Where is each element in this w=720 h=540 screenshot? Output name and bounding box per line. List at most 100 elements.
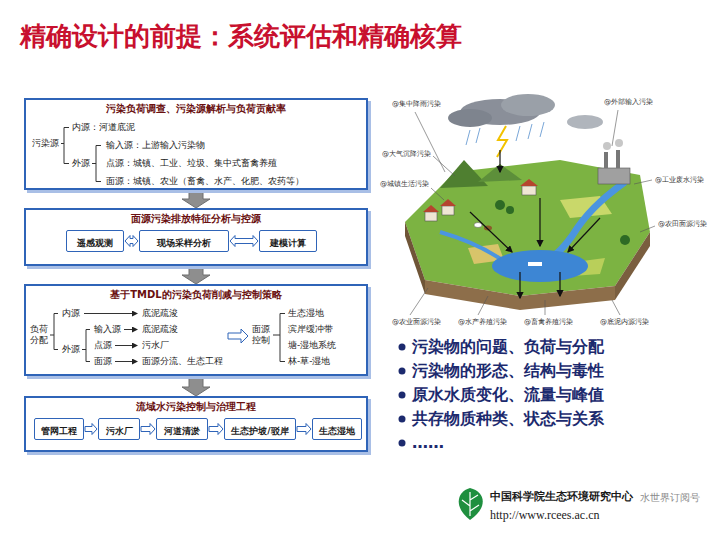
block-arrow [182,376,210,396]
box-label: 现场采样分析 [157,233,211,253]
watermark: 水世界订阅号 [640,491,700,504]
panel-band: 流域水污染控制与治理工程管网工程污水厂河道清淤生态护坡/驳岸生态湿地 [24,396,368,452]
panel-text: 输入源：上游输入污染物 [106,140,205,151]
chimney [616,150,620,168]
bullet-text: 共存物质种类、状态与关系 [412,410,604,428]
flow-line [499,150,500,172]
rain-line [516,126,520,141]
panel-band: 基于TMDL的污染负荷削减与控制策略负荷分配内源底泥疏浚外源输入源底泥疏浚点源污… [24,284,368,376]
box-label: 污水厂 [106,421,133,441]
roof [423,205,439,212]
box-label: 河道清淤 [164,421,200,441]
cloud [567,115,603,129]
small-arrow [115,361,137,362]
panel-text: 底泥疏浚 [142,324,178,335]
leader-line [612,300,620,315]
panel-heading: 面源污染排放特征分析与控源 [26,212,366,225]
process-box: 现场采样分析 [139,230,229,252]
leader-line [410,288,428,315]
process-box: 污水厂 [98,418,140,440]
callout-label: @水产养殖污染 [458,318,507,327]
panel-text: 负荷分配 [30,324,49,346]
cloud [501,94,555,116]
panel-band: 面源污染排放特征分析与控源遥感观测 现场采样分析 建模计算 [24,208,368,266]
land-side [615,232,650,300]
panel-heading: 污染负荷调查、污染源解析与负荷贡献率 [26,102,366,115]
roof [520,179,538,186]
hollow-arrow [85,424,97,435]
callout-label: @农业面源污染 [392,318,441,327]
bullet-dot [399,416,406,423]
river [550,182,625,258]
box-label: 生态湿地 [319,421,355,441]
callout-label: @集中降雨污染 [392,100,441,109]
tree [495,200,505,210]
box-label: 管网工程 [41,421,77,441]
flow-line [519,272,520,298]
panel-text: 林-草-湿地 [288,356,331,367]
boat [528,262,542,266]
panel-text: 内源：河道底泥 [72,122,135,133]
panel-text: 点源：城镇、工业、垃圾、集中式畜禽养殖 [106,158,277,169]
leader-line [545,300,546,315]
leader-lines [410,110,655,315]
small-arrow [115,345,137,346]
bracket [82,330,90,362]
smoke [603,142,611,150]
hollow-arrow [125,236,138,247]
tree [506,206,514,214]
callout-label: @大气沉降污染 [382,150,431,159]
house [425,212,437,221]
hollow-arrow [209,424,223,435]
factory [598,168,630,184]
callout-label: @畜禽养殖污染 [524,318,573,327]
panel-brackets [50,128,285,362]
panel-text: 污水厂 [142,340,169,351]
panel-text: 面源分流、生态工程 [142,356,223,367]
rain [466,122,544,145]
leader-line [640,226,655,232]
process-box: 生态护坡/驳岸 [224,418,296,440]
box-label: 生态护坡/驳岸 [231,421,288,441]
leader-line [433,156,455,176]
process-box: 管网工程 [34,418,84,440]
process-box: 河道清淤 [156,418,208,440]
cloud [448,109,492,127]
rain-line [476,128,480,143]
panel-text: 污染源 [32,138,59,149]
small-arrow [84,313,137,314]
house [442,206,454,215]
org-name: 中国科学院生态环境研究中心 [490,490,633,504]
leader-line [634,180,652,184]
rain-line [540,122,544,137]
watershed-illustration [405,94,655,315]
rain-line [466,130,470,145]
bullet-text: …… [412,434,444,452]
livestock [474,223,482,228]
panel-text: 面源控制 [252,324,271,346]
box-label: 遥感观测 [77,233,113,253]
land-top [405,160,650,296]
rain-line [528,124,532,139]
leader-line [478,296,488,315]
lake [492,250,588,282]
leader-line [612,110,618,146]
bullet-text: 污染物的形态、结构与毒性 [412,362,604,380]
bullet-dot [399,344,406,351]
callout-label: @农田面源污染 [658,220,707,229]
panel-text: 外源 [62,344,80,355]
panel-text: 外源 [72,158,90,169]
box-label: 建模计算 [270,233,306,253]
lightning [497,126,507,157]
house [522,186,536,195]
url-text: http://www.rcees.ac.cn [490,508,600,522]
slide-title: 精确设计的前提：系统评估和精确核算 [20,20,462,52]
process-box: 生态湿地 [312,418,362,440]
logo [459,488,483,520]
flow-line [539,198,540,246]
bullet-dot [399,368,406,375]
panel-text: 输入源 [94,324,121,335]
logo-leaf [459,488,483,520]
